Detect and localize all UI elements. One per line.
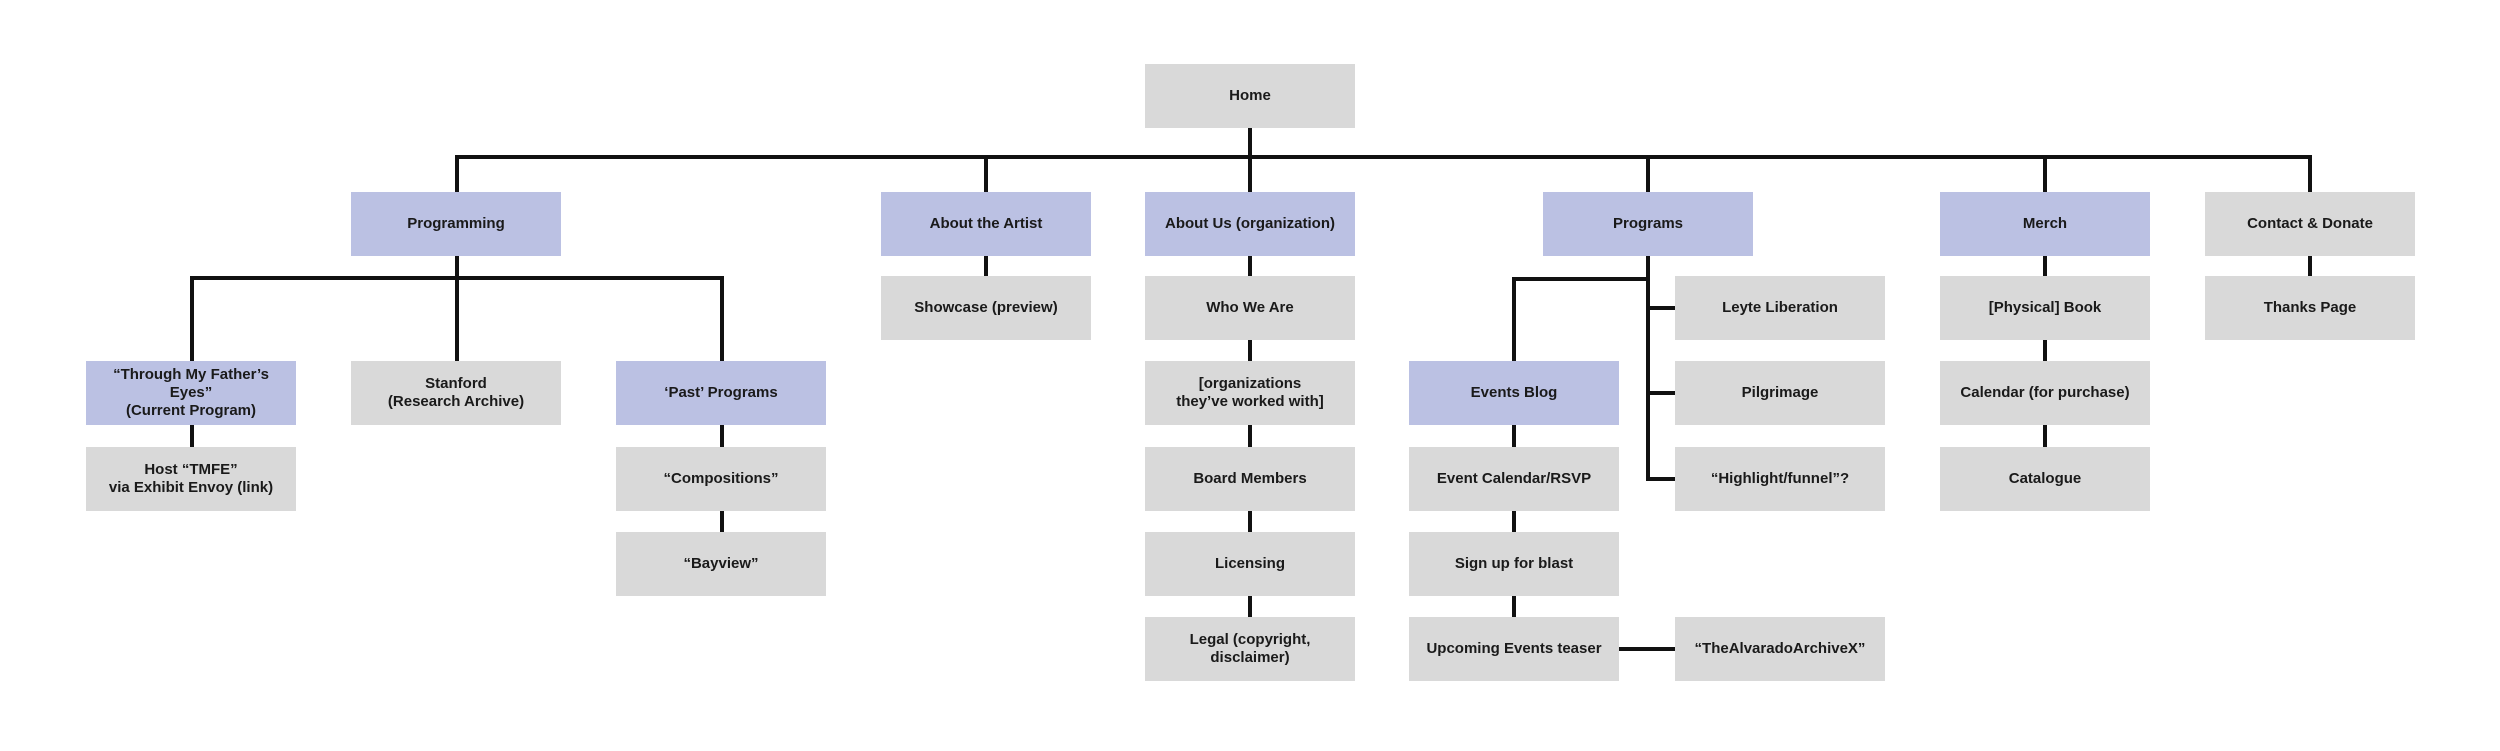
node-host-tmfe: Host “TMFE” via Exhibit Envoy (link) bbox=[86, 447, 296, 511]
node-past-programs: ‘Past’ Programs bbox=[616, 361, 826, 425]
node-catalogue: Catalogue bbox=[1940, 447, 2150, 511]
node-home: Home bbox=[1145, 64, 1355, 128]
node-merch: Merch bbox=[1940, 192, 2150, 256]
node-compositions: “Compositions” bbox=[616, 447, 826, 511]
node-licensing: Licensing bbox=[1145, 532, 1355, 596]
node-event-calendar-rsvp: Event Calendar/RSVP bbox=[1409, 447, 1619, 511]
node-upcoming-events-teaser: Upcoming Events teaser bbox=[1409, 617, 1619, 681]
node-programs: Programs bbox=[1543, 192, 1753, 256]
node-bayview: “Bayview” bbox=[616, 532, 826, 596]
node-organizations: [organizations they’ve worked with] bbox=[1145, 361, 1355, 425]
node-through-my-fathers-eyes: “Through My Father’s Eyes” (Current Prog… bbox=[86, 361, 296, 425]
node-physical-book: [Physical] Book bbox=[1940, 276, 2150, 340]
node-highlight-funnel: “Highlight/funnel”? bbox=[1675, 447, 1885, 511]
node-showcase: Showcase (preview) bbox=[881, 276, 1091, 340]
node-about-the-artist: About the Artist bbox=[881, 192, 1091, 256]
node-events-blog: Events Blog bbox=[1409, 361, 1619, 425]
node-board-members: Board Members bbox=[1145, 447, 1355, 511]
node-legal: Legal (copyright, disclaimer) bbox=[1145, 617, 1355, 681]
node-about-us: About Us (organization) bbox=[1145, 192, 1355, 256]
node-alvarado-archive: “TheAlvaradoArchiveX” bbox=[1675, 617, 1885, 681]
node-programming: Programming bbox=[351, 192, 561, 256]
node-pilgrimage: Pilgrimage bbox=[1675, 361, 1885, 425]
node-thanks-page: Thanks Page bbox=[2205, 276, 2415, 340]
node-leyte-liberation: Leyte Liberation bbox=[1675, 276, 1885, 340]
node-calendar: Calendar (for purchase) bbox=[1940, 361, 2150, 425]
node-sign-up-for-blast: Sign up for blast bbox=[1409, 532, 1619, 596]
node-stanford: Stanford (Research Archive) bbox=[351, 361, 561, 425]
node-contact-donate: Contact & Donate bbox=[2205, 192, 2415, 256]
node-who-we-are: Who We Are bbox=[1145, 276, 1355, 340]
